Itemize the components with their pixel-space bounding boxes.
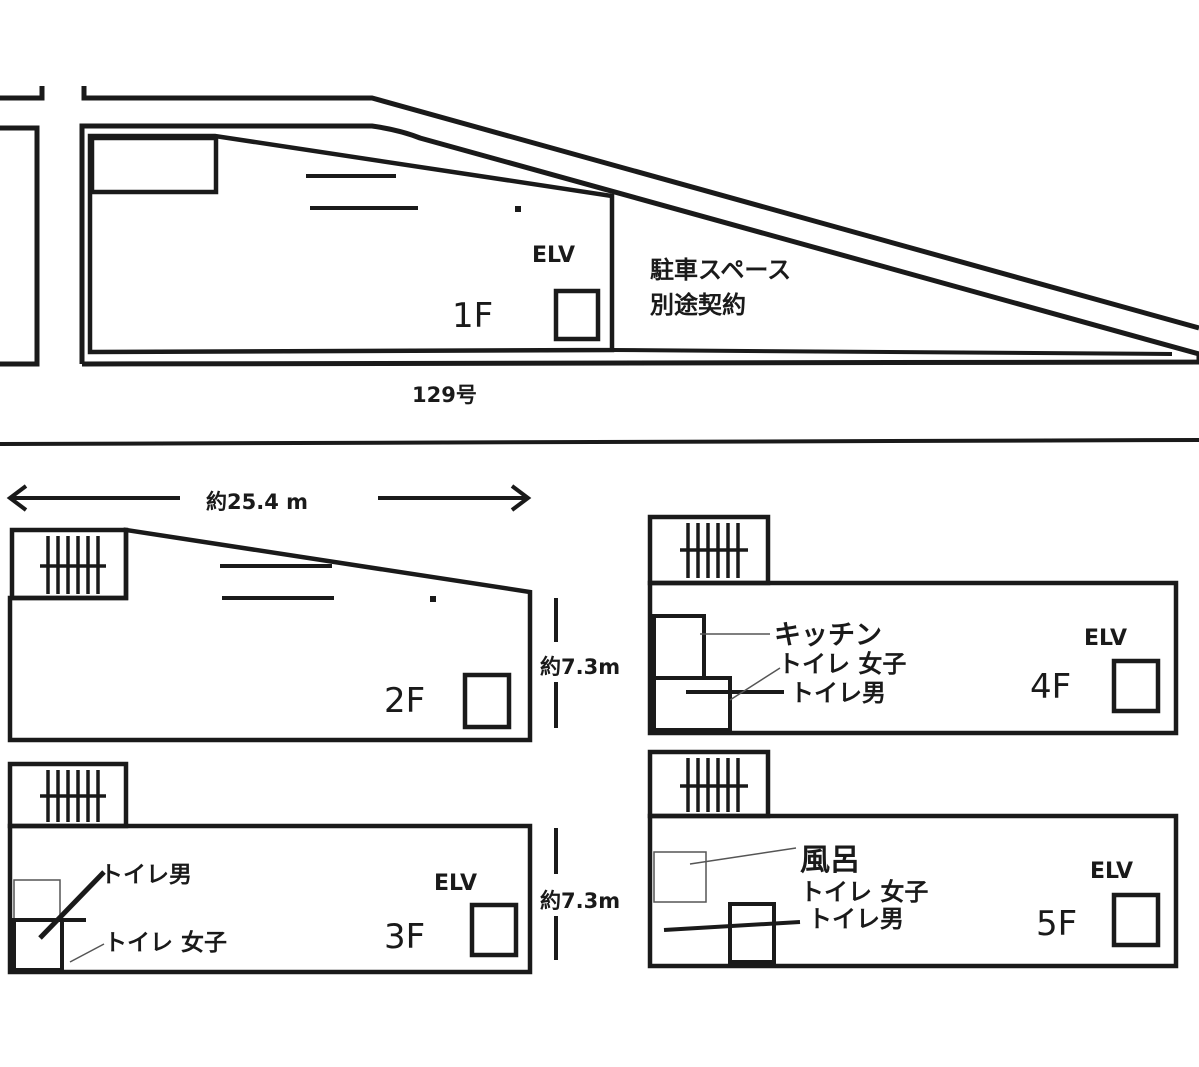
first-floor-site: ELV 1F 駐車スペース 別途契約 129号 [0, 86, 1199, 407]
stair-treads-2f [40, 536, 106, 594]
stair-treads-3f [40, 770, 106, 822]
width-dimension: 約25.4 m [6, 484, 532, 514]
toilet-female-3f: トイレ 女子 [104, 929, 227, 956]
toilet-male-3f: トイレ男 [100, 862, 192, 888]
elevator-box-2f [462, 672, 512, 730]
depth-dimension-lower: 約7.3m [540, 828, 620, 960]
bath-room [653, 851, 707, 903]
parking-edge [611, 348, 1173, 356]
toilet-rooms-5f [728, 902, 776, 964]
leader-toilet-female-4f [729, 667, 781, 701]
third-floor-plan: トイレ男 トイレ 女子 ELV 3F [7, 761, 533, 975]
parking-label-line1: 駐車スペース [650, 256, 791, 284]
stair-block-1f [89, 135, 219, 195]
floor-label-1f: 1F [452, 296, 493, 336]
kitchen-room [652, 614, 706, 680]
floor-label-3f: 3F [384, 917, 425, 957]
interior-mark [220, 564, 334, 600]
parking-label-line2: 別途契約 [650, 291, 746, 319]
column-mark [430, 596, 436, 602]
road-label: 129号 [412, 383, 477, 407]
second-floor-plan: 2F [7, 527, 533, 743]
floor-label-4f: 4F [1030, 667, 1071, 707]
toilet-rooms-4f [652, 676, 732, 732]
kitchen-label: キッチン [774, 620, 882, 651]
bath-label: 風呂 [800, 843, 860, 878]
floor-label-2f: 2F [384, 681, 425, 721]
outline-2f [7, 527, 533, 743]
elv-label-3f: ELV [434, 871, 477, 896]
road-edge-upper [81, 86, 1199, 331]
stair-treads-5f [680, 758, 748, 812]
outline-3f [7, 823, 533, 975]
stair-treads-4f [680, 523, 748, 578]
toilet-room [13, 879, 61, 921]
toilet-male-5f: トイレ男 [808, 905, 904, 933]
toilet-female-4f: トイレ 女子 [778, 650, 906, 678]
lot-boundary [79, 123, 1199, 367]
depth-label-lower: 約7.3m [540, 889, 620, 913]
floor-label-5f: 5F [1036, 904, 1077, 944]
leader-toilet-female-3f [69, 943, 105, 963]
dimension-arrowheads [6, 484, 532, 512]
column-mark [515, 206, 521, 212]
elv-label-4f: ELV [1084, 626, 1127, 651]
toilet-male-4f: トイレ男 [790, 679, 886, 707]
elevator-box-1f [553, 288, 601, 342]
toilet-room [12, 918, 64, 972]
leader-bath [689, 847, 797, 865]
fifth-floor-plan: 風呂 トイレ 女子 トイレ男 ELV 5F [647, 749, 1179, 969]
elv-label-5f: ELV [1090, 859, 1133, 884]
elv-label-1f: ELV [532, 243, 575, 268]
toilet-female-5f: トイレ 女子 [800, 878, 928, 906]
depth-label-upper: 約7.3m [540, 655, 620, 679]
outline-5f [647, 813, 1179, 969]
depth-dimension-upper: 約7.3m [540, 598, 620, 728]
width-dimension-label: 約25.4 m [206, 490, 308, 514]
elevator-box-5f [1111, 892, 1161, 948]
elevator-box-3f [469, 902, 519, 958]
section-divider [0, 438, 1199, 446]
leader-toilet-male-3f [38, 870, 106, 940]
street-edge-left [0, 125, 40, 367]
outline-4f [647, 580, 1179, 736]
street-edge-top-left [0, 86, 45, 101]
elevator-box-4f [1111, 658, 1161, 714]
fourth-floor-plan: キッチン トイレ 女子 トイレ男 ELV 4F [647, 514, 1179, 736]
